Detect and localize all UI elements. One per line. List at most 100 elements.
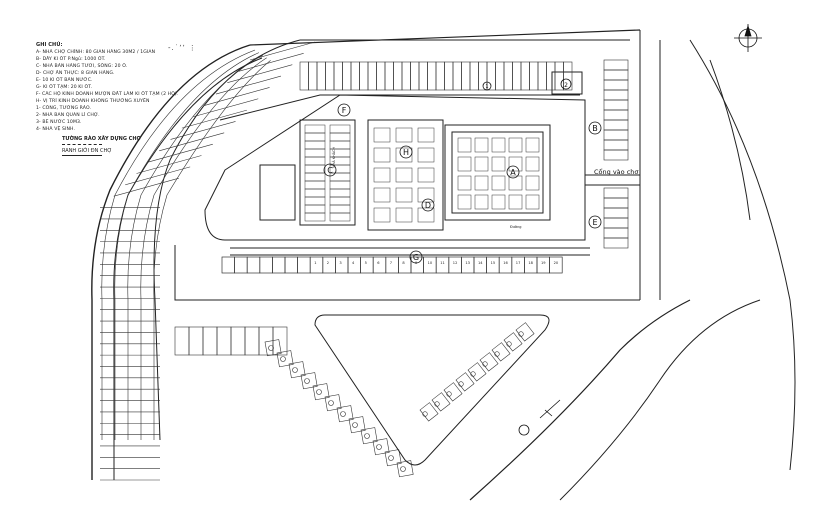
g-kiosk-number: 4	[352, 261, 355, 265]
legend-item-2: 2- NHÀ BAN QUẢN LÍ CHỢ.	[36, 113, 100, 118]
c-unit	[304, 124, 326, 134]
g-kiosk	[486, 256, 500, 274]
h-unit	[395, 167, 413, 183]
grid-line	[125, 166, 191, 186]
market-unit	[525, 156, 540, 172]
g-kiosk-number: 2	[327, 261, 329, 265]
market-unit	[491, 175, 506, 191]
kiosk-marker	[340, 411, 346, 417]
zone-c-units	[304, 124, 351, 222]
e-kiosk-row	[174, 326, 414, 478]
g-kiosk-number: 17	[516, 261, 521, 265]
h-unit	[373, 147, 391, 163]
g-kiosk	[372, 256, 387, 274]
grid-line	[136, 155, 202, 174]
north-stall	[384, 61, 394, 91]
site-boundary	[174, 245, 640, 301]
stall-marker	[434, 401, 440, 407]
market-unit	[491, 137, 506, 153]
c-unit	[304, 172, 326, 182]
g-kiosk	[234, 256, 248, 274]
east-stall	[603, 99, 629, 111]
road-label: Đường	[510, 225, 522, 229]
g-kiosk-number: 19	[541, 261, 546, 265]
legend-item-g: G- KI ỐT TẠM: 20 KI ỐT.	[36, 85, 93, 90]
e-kiosk-diag	[276, 350, 294, 368]
c-unit	[329, 132, 351, 142]
g-kiosk	[448, 256, 462, 274]
zone-label-d: D	[425, 201, 431, 210]
g-kiosk	[246, 256, 261, 274]
legend-item-e: E- 10 KI ỐT BÁN NƯỚC.	[36, 78, 93, 83]
legend-item-1: 1- CỔNG, TƯỜNG RÀO.	[36, 106, 92, 111]
kiosk-marker	[400, 466, 406, 472]
east-stall-lower	[603, 227, 629, 239]
e-kiosk-diag	[264, 339, 282, 357]
north-stall	[393, 61, 403, 91]
g-kiosk-number: 13	[465, 261, 470, 265]
triangle-stall	[419, 402, 439, 422]
market-unit	[457, 137, 472, 153]
c-unit	[304, 132, 326, 142]
market-unit	[508, 194, 523, 210]
e-kiosk-diag	[360, 427, 378, 445]
g-kiosk-number: 6	[377, 261, 380, 265]
east-stall-column	[603, 59, 629, 249]
east-stall-lower	[603, 207, 629, 219]
e-kiosk	[244, 326, 260, 356]
g-kiosk	[259, 256, 273, 274]
east-stall	[603, 79, 629, 91]
north-stall	[546, 61, 556, 91]
north-stall	[563, 61, 573, 91]
grid-line	[204, 87, 270, 106]
grid-line	[181, 109, 247, 129]
zone-b-block	[259, 164, 296, 221]
legend-item-a: A- NHÀ CHỢ CHÍNH: 80 GIAN HÀNG 30M2 / 1G…	[36, 50, 156, 55]
g-kiosk	[309, 256, 324, 274]
north-stall	[537, 61, 547, 91]
kiosk-marker	[328, 400, 334, 406]
north-stall	[427, 61, 437, 91]
g-kiosk	[297, 256, 311, 274]
east-stall	[603, 149, 629, 161]
g-kiosk	[524, 256, 538, 274]
kiosk-marker	[376, 444, 382, 450]
c-unit	[304, 156, 326, 166]
north-stall	[325, 61, 335, 91]
east-stall-lower	[603, 217, 629, 229]
west-road-edge	[153, 39, 301, 441]
g-kiosk	[549, 256, 563, 274]
g-kiosk	[385, 256, 399, 274]
g-kiosk	[272, 256, 286, 274]
g-kiosk	[473, 256, 487, 274]
legend-item-f: F- CÁC HỘ KINH DOANH MƯỢN ĐẤT LÀM KI ỐT …	[36, 92, 179, 97]
north-stall	[308, 61, 318, 91]
boundary-line-sample	[62, 155, 102, 156]
market-unit	[474, 194, 489, 210]
g-kiosk-number: 18	[528, 261, 533, 265]
fence-label: TƯỜNG RÀO XÂY DỰNG CHỢ	[62, 136, 141, 142]
market-unit	[457, 156, 472, 172]
e-kiosk-diag	[396, 460, 414, 478]
handwritten-mark: -.˙ʼʼ ⋮	[168, 44, 197, 52]
c-unit	[304, 180, 326, 190]
north-stall	[376, 61, 386, 91]
east-stall	[603, 69, 629, 81]
north-stall	[469, 61, 479, 91]
north-stall	[342, 61, 352, 91]
triangle-stall	[479, 352, 499, 372]
north-stall	[418, 61, 428, 91]
north-stall	[554, 61, 564, 91]
grid-line	[238, 53, 304, 72]
gate-label: Cổng vào chợ	[594, 168, 639, 176]
kiosk-marker	[292, 367, 298, 373]
west-boundary-outer	[91, 44, 251, 480]
zone-c-block	[299, 119, 356, 226]
h-unit	[417, 167, 435, 183]
g-kiosk	[335, 256, 349, 274]
east-stall	[603, 139, 629, 151]
east-stall	[603, 89, 629, 101]
c-unit	[304, 188, 326, 198]
north-stall	[503, 61, 513, 91]
g-kiosk-number: 20	[554, 261, 559, 265]
